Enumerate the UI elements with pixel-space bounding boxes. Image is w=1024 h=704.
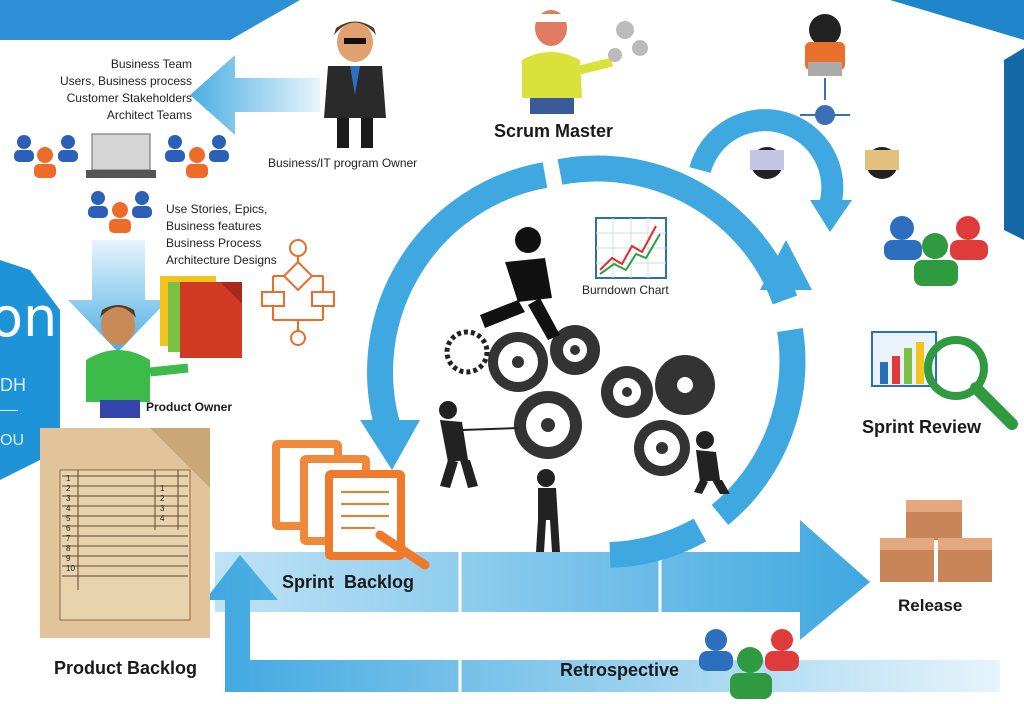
- scrum-master-figure: [522, 10, 614, 114]
- users-team-icon: [165, 135, 229, 178]
- side-panel-line-2: OU: [0, 432, 24, 449]
- release-boxes-icon: [880, 500, 992, 582]
- backlog-row-number: 10: [66, 564, 75, 573]
- backlog-row-number: 2: [66, 484, 71, 493]
- program-owner-label: Business/IT program Owner: [268, 156, 418, 170]
- worker-lifting-figure: [536, 469, 560, 552]
- product-owner-figure: [86, 305, 189, 418]
- product-owner-label: Product Owner: [146, 400, 233, 414]
- stakeholders-team-icon: [88, 191, 152, 233]
- backlog-side-row-number: 4: [160, 514, 165, 523]
- worker-pulling-figure: [439, 401, 519, 488]
- backlog-side-row-number: 1: [160, 484, 165, 493]
- architect-team-icon: [750, 14, 899, 179]
- backlog-row-number: 5: [66, 514, 71, 523]
- backlog-row-number: 8: [66, 544, 71, 553]
- backlog-row-number: 6: [66, 524, 71, 533]
- backlog-row-number: 9: [66, 554, 71, 563]
- team-icon-right: [884, 216, 988, 286]
- product-backlog-icon: [40, 428, 210, 638]
- side-panel-big-text: on: [0, 286, 58, 349]
- program-owner-figure: [324, 21, 386, 148]
- release-label: Release: [898, 596, 963, 615]
- product-backlog-label: Product Backlog: [54, 658, 198, 678]
- business-info-line: Architect Teams: [106, 108, 192, 122]
- backlog-side-row-number: 2: [160, 494, 165, 503]
- user-stories-line: Business Process: [166, 236, 262, 250]
- magnifier-icon: [924, 336, 1018, 430]
- backlog-row-number: 4: [66, 504, 71, 513]
- gears-thought-icon: [608, 21, 648, 62]
- user-stories-line: Use Stories, Epics,: [166, 202, 268, 216]
- backlog-row-number: 3: [66, 494, 71, 503]
- backlog-row-number: 7: [66, 534, 71, 543]
- side-panel-divider: [0, 410, 18, 411]
- scrum-master-label: Scrum Master: [494, 121, 614, 141]
- flowchart-icon: [261, 239, 335, 346]
- worker-pushing-figure: [694, 431, 730, 494]
- business-info-line: Customer Stakeholders: [66, 91, 192, 105]
- business-info-line: Users, Business process: [59, 74, 192, 88]
- retrospective-label: Retrospective: [560, 660, 680, 680]
- sprint-backlog-label: Sprint Backlog: [282, 572, 415, 592]
- burndown-chart-icon: [595, 217, 667, 279]
- side-panel-line-1: DH: [0, 375, 26, 395]
- user-stories-line: Architecture Designs: [166, 253, 277, 267]
- gears-icon: [444, 325, 715, 476]
- runner-figure: [480, 227, 560, 340]
- business-info-line: Business Team: [110, 57, 192, 71]
- user-stories-line: Business features: [166, 219, 262, 233]
- sprint-review-label: Sprint Review: [862, 417, 982, 437]
- sprint-backlog-icon: [272, 440, 430, 570]
- backlog-side-row-number: 3: [160, 504, 165, 513]
- documents-icon: [160, 276, 242, 358]
- retrospective-team-icon: [699, 629, 799, 699]
- burndown-chart-label: Burndown Chart: [582, 283, 669, 297]
- business-team-icon: [14, 135, 78, 178]
- laptop-icon: [86, 133, 156, 178]
- backlog-row-number: 1: [66, 474, 71, 483]
